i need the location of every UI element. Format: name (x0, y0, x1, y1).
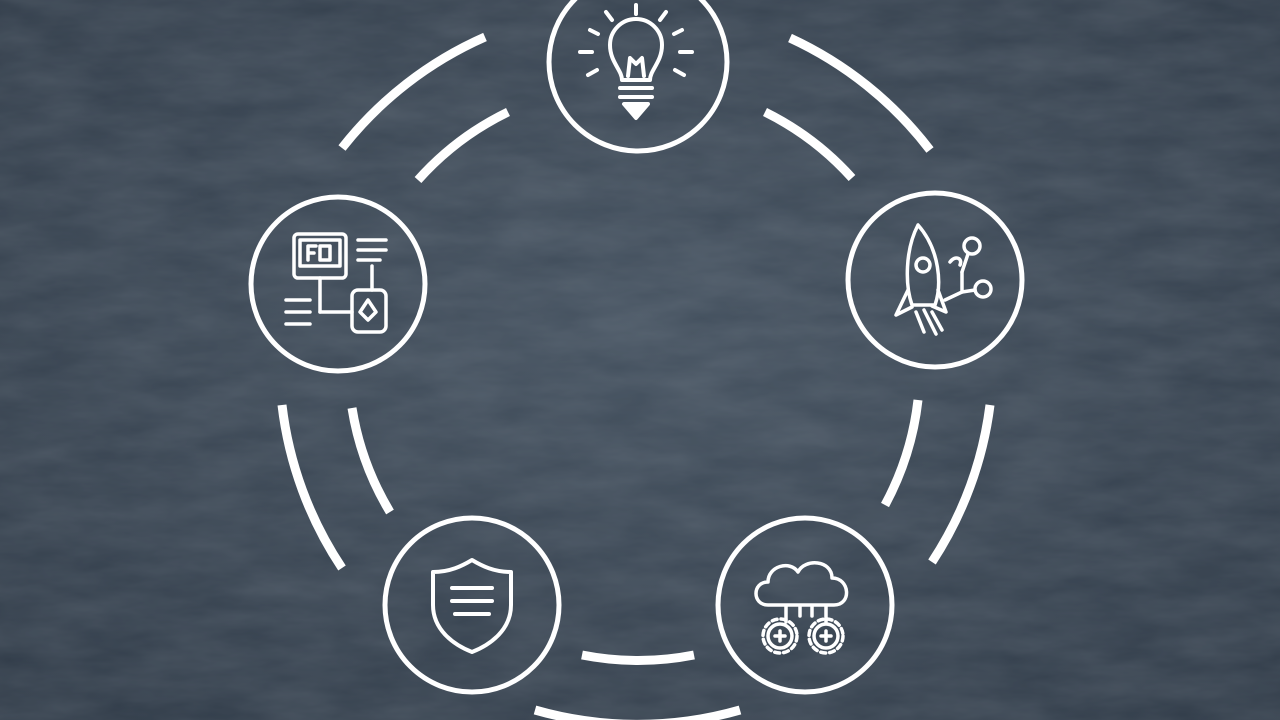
connector-outer-bottom (533, 705, 742, 720)
node-cloud (715, 515, 895, 695)
rocket-icon (894, 223, 993, 336)
flowchart-icon (284, 232, 388, 334)
cycle-connectors (277, 32, 995, 720)
node-launch (845, 190, 1025, 370)
cloud-gears-icon (754, 561, 849, 655)
connector-outer-top-left (338, 32, 487, 151)
connector-inner-top-right (763, 107, 856, 182)
connector-inner-right (881, 399, 923, 508)
shield-icon (431, 558, 513, 654)
node-idea (546, 0, 730, 154)
connector-outer-right (928, 404, 995, 565)
connector-inner-left (347, 407, 394, 515)
connector-inner-bottom (581, 650, 695, 665)
connector-outer-left (277, 404, 346, 571)
node-security (382, 515, 562, 695)
lightbulb-icon (578, 3, 694, 120)
connector-inner-top-left (414, 107, 510, 183)
cycle-nodes (248, 0, 1025, 695)
connector-outer-top-right (788, 33, 934, 153)
node-workflow (248, 194, 428, 374)
